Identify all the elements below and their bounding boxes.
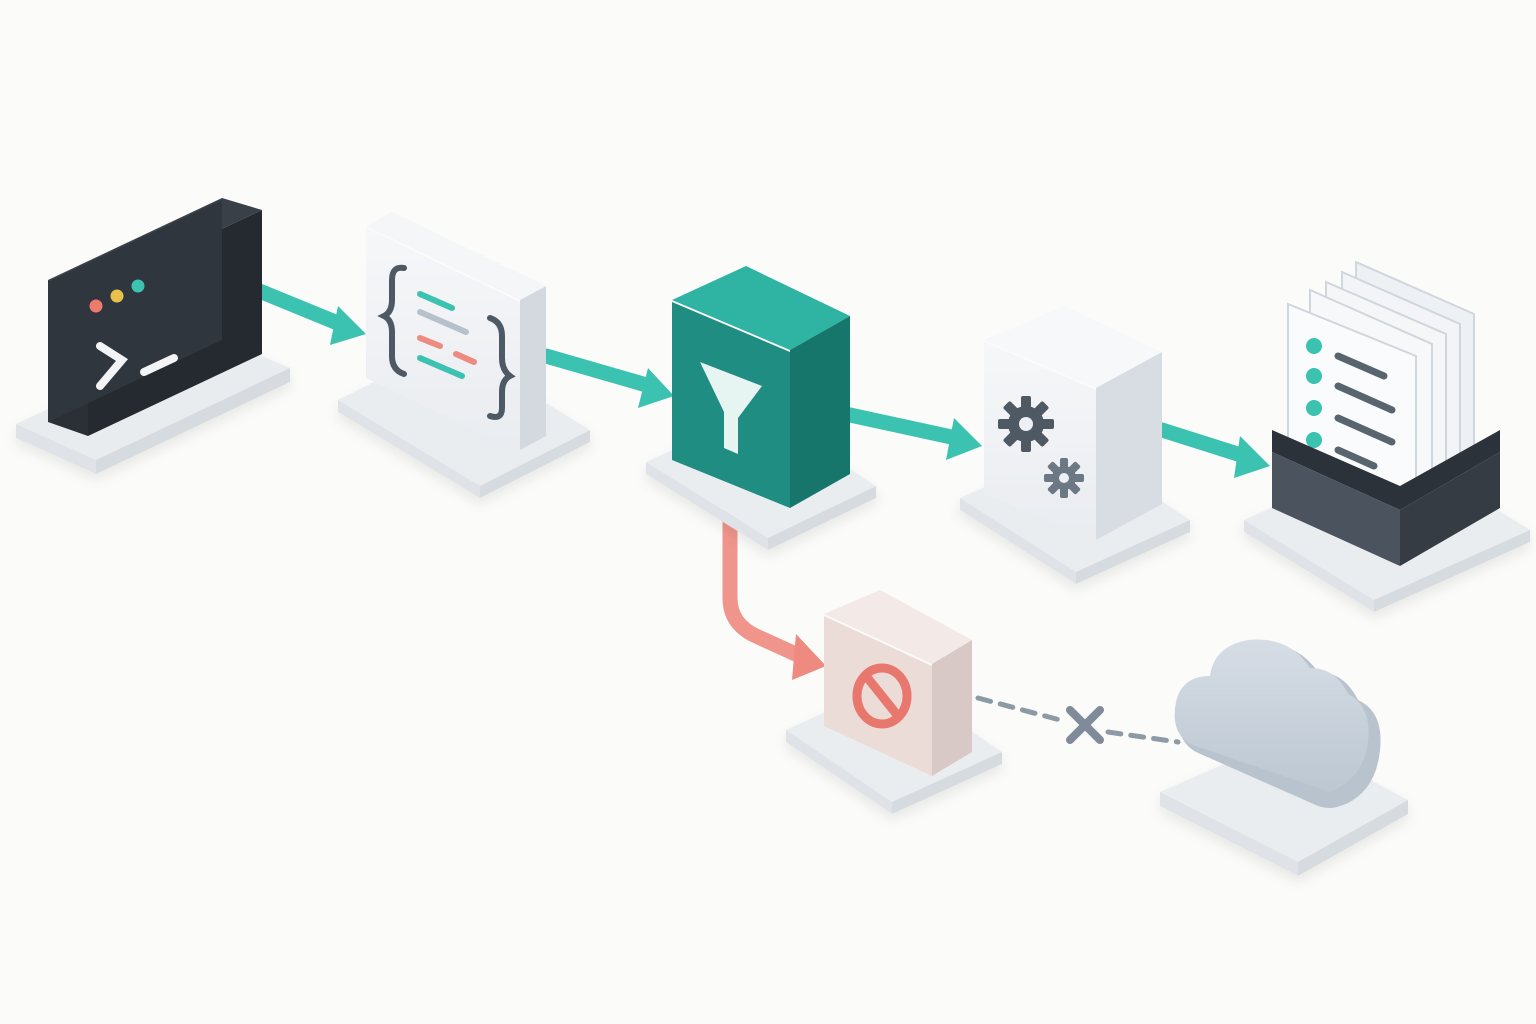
terminal-window-dots-icon [89, 279, 145, 313]
node-json-parser [338, 212, 590, 498]
node-filter [646, 266, 876, 550]
curly-braces-icon [377, 264, 516, 420]
json-panel [366, 212, 546, 452]
flow-arrow-json-to-filter [538, 348, 674, 408]
flow-arrow-processor-to-store [1154, 422, 1270, 478]
node-cloud [1160, 639, 1408, 876]
document-bullets-icon [1306, 338, 1322, 448]
broken-link-x-icon [1066, 706, 1104, 744]
document-stack-icon [1287, 260, 1475, 498]
terminal-prompt-icon [96, 342, 178, 390]
broken-link-blocked-to-cloud [975, 695, 1181, 745]
small-gear-icon [1044, 458, 1084, 498]
filter-cube [672, 266, 850, 508]
document-tray [1272, 430, 1500, 566]
node-processor [960, 306, 1190, 584]
funnel-icon [700, 362, 762, 454]
reject-arrow-filter-to-blocked [722, 476, 826, 680]
flow-arrow-terminal-to-json [244, 280, 366, 345]
code-lines-icon [417, 291, 477, 379]
node-terminal [16, 198, 290, 474]
large-gear-icon [998, 396, 1054, 452]
node-document-store [1244, 260, 1530, 612]
cloud-icon [1174, 639, 1381, 808]
node-blocked [786, 590, 1002, 814]
gears-icon [998, 396, 1084, 498]
prohibited-icon [852, 663, 912, 729]
document-lines-icon [1334, 352, 1396, 470]
terminal-box [48, 198, 262, 436]
